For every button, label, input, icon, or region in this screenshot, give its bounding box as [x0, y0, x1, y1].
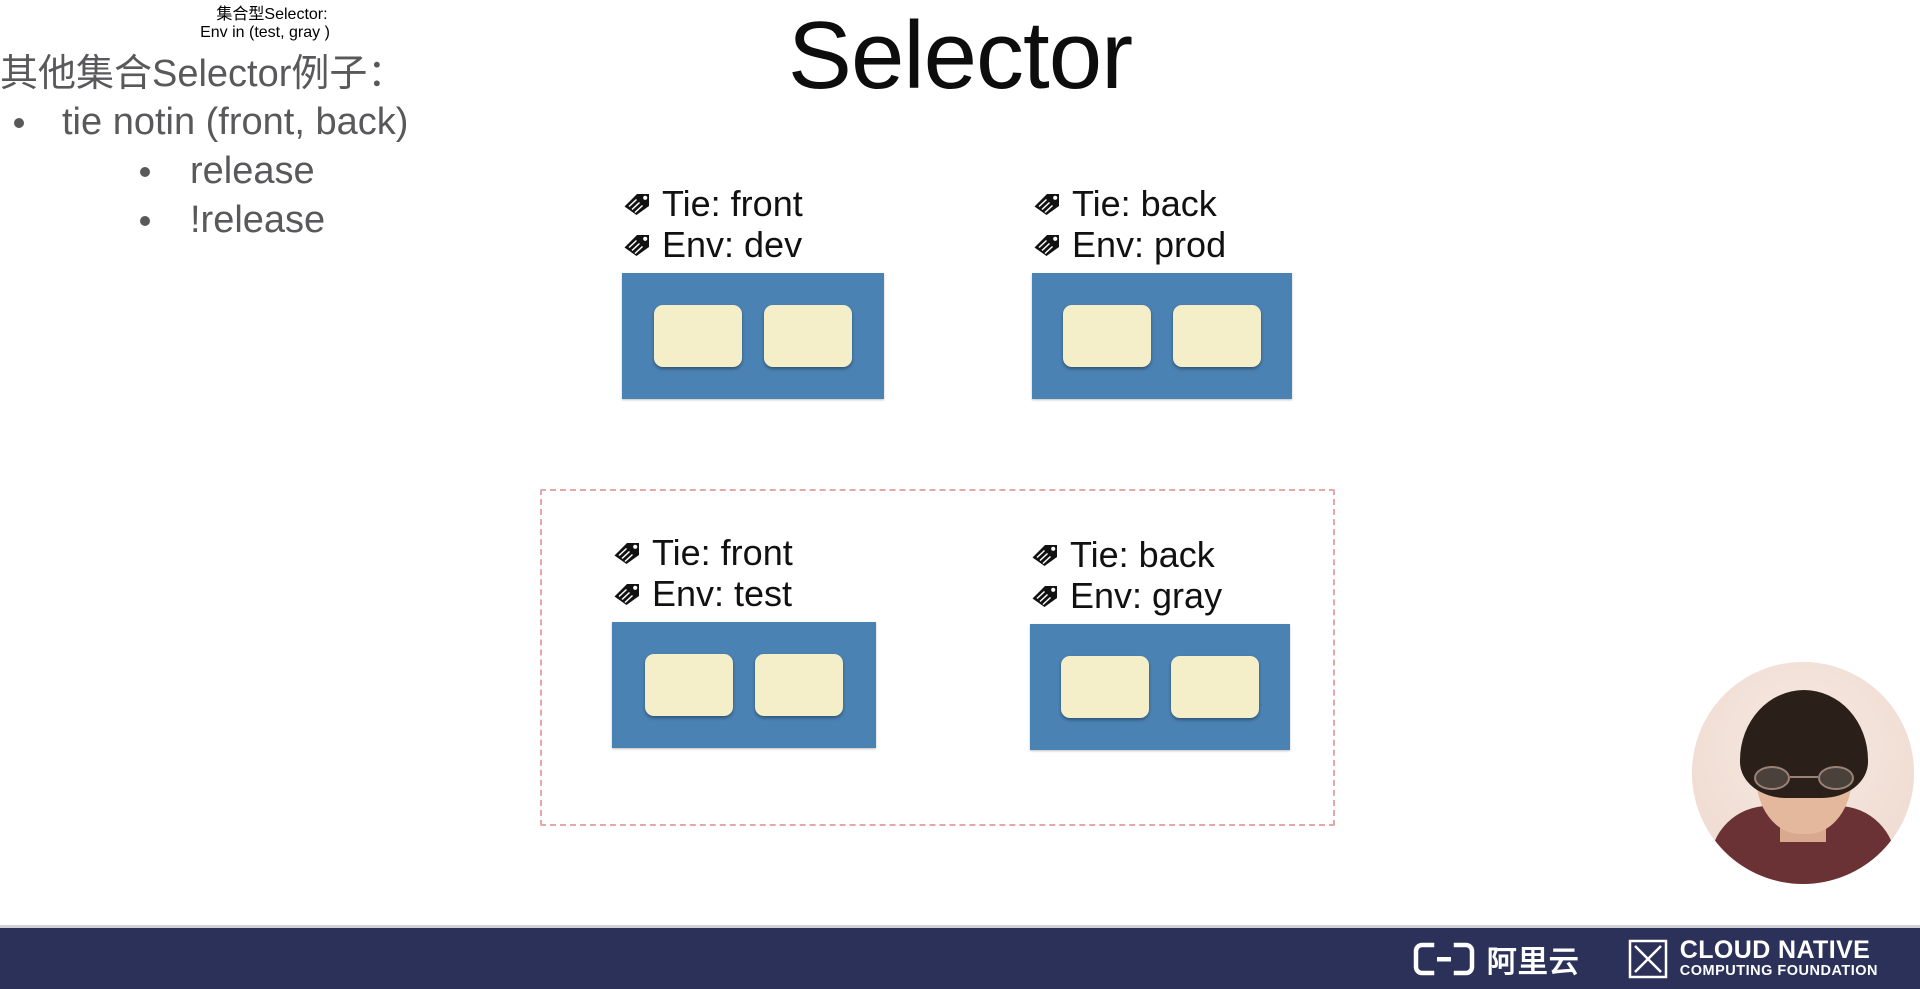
pod-label-list: Tie: back Env: gray: [1030, 534, 1290, 616]
glasses-lens-right: [1818, 766, 1854, 790]
pod-label-tie: Tie: back: [1030, 534, 1290, 575]
cncf-line-2: COMPUTING FOUNDATION: [1679, 962, 1878, 979]
presenter-webcam-overlay: [1692, 662, 1914, 884]
page-title: Selector: [787, 2, 1133, 109]
footer-bar: 阿里云 CLOUD NATIVE COMPUTING FOUNDATION: [0, 925, 1920, 989]
cncf-mark-icon: [1628, 939, 1668, 979]
pod-label-env: Env: gray: [1030, 575, 1290, 616]
pod-box: [1030, 624, 1290, 751]
list-item-label: tie notin (front, back): [62, 101, 409, 143]
bullet-dot-icon: [140, 167, 150, 177]
bullet-dot-icon: [14, 118, 24, 128]
pod-box: [622, 273, 884, 400]
list-item: release: [0, 150, 520, 193]
pod-group-front-dev: Tie: front Env: dev: [622, 183, 884, 400]
set-selector-expression: Env in (test, gray ): [200, 24, 330, 41]
tag-icon: [1032, 191, 1062, 217]
pod-container: [755, 654, 843, 717]
set-selector-explanation: 集合型Selector: Env in (test, gray ): [0, 0, 530, 42]
list-item-label: release: [190, 150, 315, 192]
pod-group-back-gray: Tie: back Env: gray: [1030, 534, 1290, 751]
tag-icon: [622, 232, 652, 258]
tag-icon: [612, 540, 642, 566]
glasses-bridge: [1790, 776, 1818, 778]
pod-label-text: Tie: back: [1072, 183, 1217, 224]
tag-icon: [622, 191, 652, 217]
cncf-line-1: CLOUD NATIVE: [1679, 936, 1871, 965]
list-item: tie notin (front, back): [0, 101, 520, 144]
pod-container: [645, 654, 733, 717]
pod-label-text: Env: prod: [1072, 224, 1227, 266]
pod-label-env: Env: test: [612, 573, 876, 614]
list-item: !release: [0, 199, 520, 242]
pod-label-text: Env: test: [652, 573, 793, 615]
pod-group-back-prod: Tie: back Env: prod: [1032, 183, 1292, 400]
pod-label-list: Tie: front Env: test: [612, 532, 876, 614]
pod-label-tie: Tie: back: [1032, 183, 1292, 224]
aliyun-mark-icon: [1413, 942, 1475, 976]
pod-label-text: Tie: back: [1070, 534, 1215, 575]
other-examples-heading: 其他集合Selector例子：: [0, 53, 406, 95]
cncf-logo-text: CLOUD NATIVE COMPUTING FOUNDATION: [1680, 938, 1878, 978]
tag-icon: [1030, 542, 1060, 568]
pod-box: [1032, 273, 1292, 400]
tag-icon: [1030, 583, 1060, 609]
pod-box: [612, 622, 876, 749]
pod-container: [764, 305, 852, 368]
pod-container: [1173, 305, 1261, 368]
pod-label-text: Env: dev: [662, 224, 803, 266]
selector-match-highlight-region: [540, 489, 1335, 826]
pod-container: [1061, 656, 1149, 719]
bullet-dot-icon: [140, 216, 150, 226]
list-item-label: !release: [190, 199, 326, 241]
glasses-icon: [1754, 766, 1854, 790]
aliyun-logo-text: 阿里云: [1486, 944, 1580, 980]
pod-label-tie: Tie: front: [612, 532, 876, 573]
pod-label-list: Tie: back Env: prod: [1032, 183, 1292, 265]
pod-label-env: Env: prod: [1032, 224, 1292, 265]
aliyun-logo: 阿里云: [1413, 937, 1580, 981]
tag-icon: [612, 581, 642, 607]
cncf-logo: CLOUD NATIVE COMPUTING FOUNDATION: [1628, 938, 1878, 978]
set-selector-heading: 集合型Selector:: [216, 6, 328, 23]
tag-icon: [1032, 232, 1062, 258]
pod-container: [654, 305, 742, 368]
pod-label-text: Tie: front: [652, 532, 793, 573]
pod-label-tie: Tie: front: [622, 183, 884, 224]
pod-label-env: Env: dev: [622, 224, 884, 265]
pod-label-list: Tie: front Env: dev: [622, 183, 884, 265]
glasses-lens-left: [1754, 766, 1790, 790]
pod-group-front-test: Tie: front Env: test: [612, 532, 876, 749]
pod-container: [1171, 656, 1259, 719]
pod-label-text: Env: gray: [1070, 575, 1223, 617]
pod-container: [1063, 305, 1151, 368]
pod-label-text: Tie: front: [662, 183, 803, 224]
other-examples-block: 其他集合Selector例子： tie notin (front, back) …: [0, 42, 520, 242]
